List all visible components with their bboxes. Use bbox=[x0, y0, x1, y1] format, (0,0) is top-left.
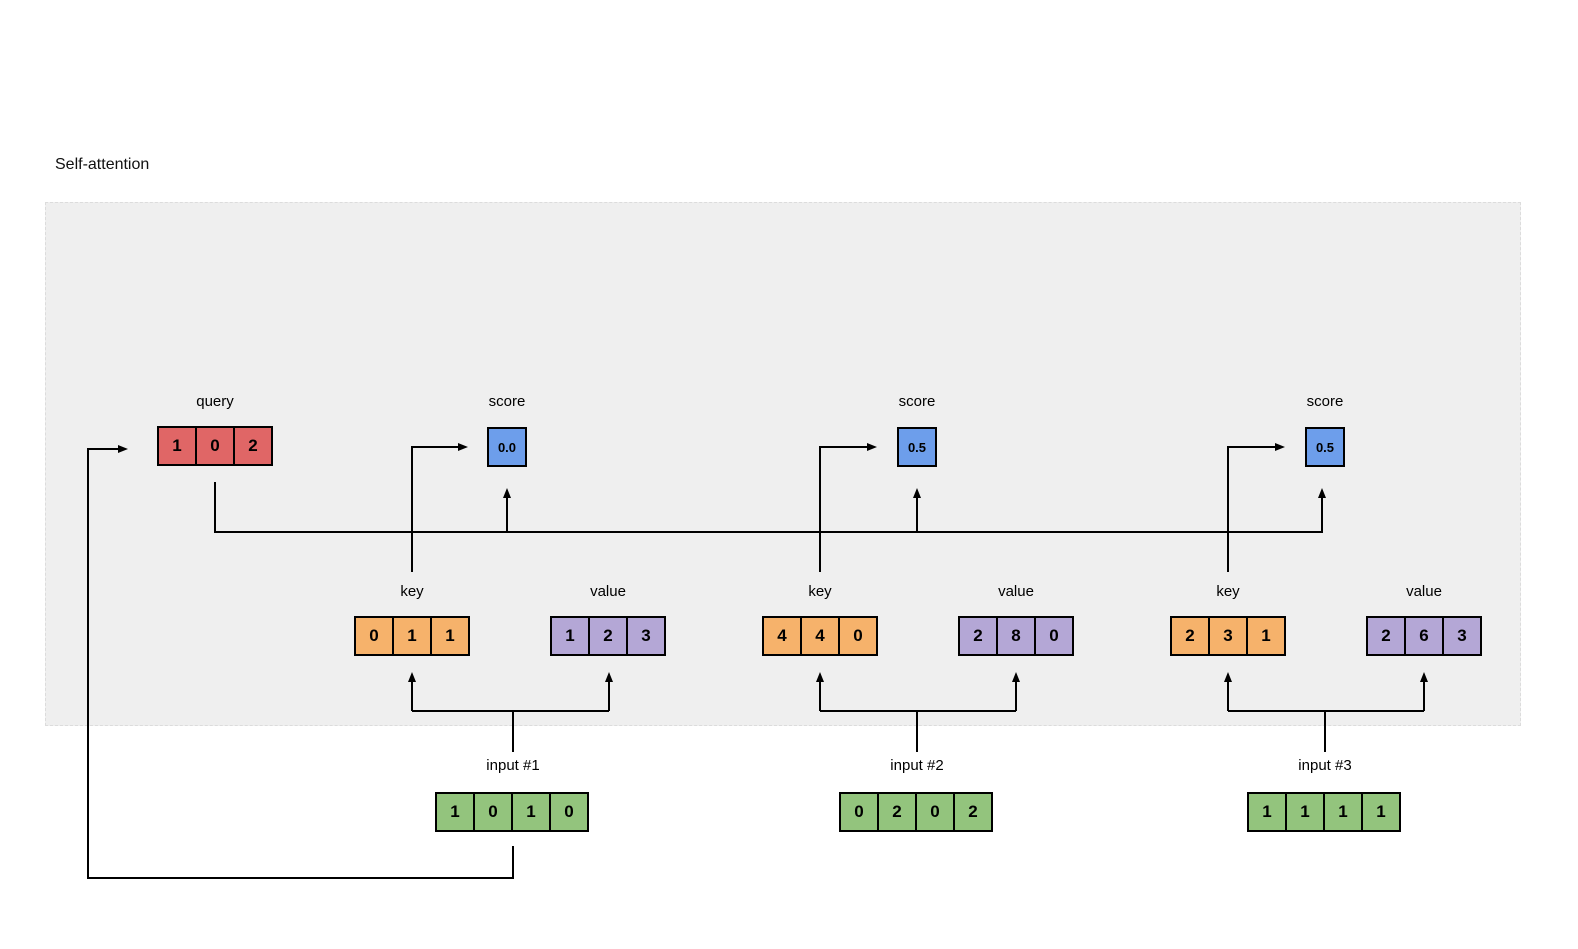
query-cell: 2 bbox=[233, 426, 273, 466]
input-cell: 0 bbox=[549, 792, 589, 832]
key-cell: 4 bbox=[800, 616, 840, 656]
key-label: key bbox=[1216, 583, 1240, 600]
input-cell: 1 bbox=[1323, 792, 1363, 832]
value-cell: 8 bbox=[996, 616, 1036, 656]
key-cell: 2 bbox=[1170, 616, 1210, 656]
input-cell: 1 bbox=[1247, 792, 1287, 832]
score-label: score bbox=[898, 393, 936, 410]
score-cell: 0.5 bbox=[1305, 427, 1345, 467]
score-box-3: 0.5 bbox=[1305, 427, 1345, 467]
key-cell: 1 bbox=[430, 616, 470, 656]
query-cell: 0 bbox=[195, 426, 235, 466]
value-label: value bbox=[590, 583, 626, 600]
query-cell: 1 bbox=[157, 426, 197, 466]
value-vector-2: 2 8 0 bbox=[958, 616, 1074, 656]
score-box-2: 0.5 bbox=[897, 427, 937, 467]
input-cell: 1 bbox=[1361, 792, 1401, 832]
value-cell: 2 bbox=[1366, 616, 1406, 656]
score-label: score bbox=[1306, 393, 1344, 410]
key-cell: 3 bbox=[1208, 616, 1248, 656]
value-cell: 3 bbox=[626, 616, 666, 656]
key-cell: 4 bbox=[762, 616, 802, 656]
key-vector-2: 4 4 0 bbox=[762, 616, 878, 656]
key-vector-1: 0 1 1 bbox=[354, 616, 470, 656]
value-cell: 6 bbox=[1404, 616, 1444, 656]
key-vector-3: 2 3 1 bbox=[1170, 616, 1286, 656]
key-cell: 0 bbox=[354, 616, 394, 656]
value-vector-1: 1 2 3 bbox=[550, 616, 666, 656]
input-label: input #1 bbox=[486, 757, 540, 774]
input-cell: 2 bbox=[877, 792, 917, 832]
input-vector-1: 1 0 1 0 bbox=[435, 792, 589, 832]
diagram-title: Self-attention bbox=[55, 156, 150, 173]
key-cell: 0 bbox=[838, 616, 878, 656]
input-vector-2: 0 2 0 2 bbox=[839, 792, 993, 832]
value-cell: 3 bbox=[1442, 616, 1482, 656]
input-label: input #3 bbox=[1298, 757, 1352, 774]
value-cell: 2 bbox=[958, 616, 998, 656]
input-cell: 1 bbox=[511, 792, 551, 832]
score-cell: 0.5 bbox=[897, 427, 937, 467]
score-box-1: 0.0 bbox=[487, 427, 527, 467]
query-vector: 1 0 2 bbox=[157, 426, 273, 466]
key-cell: 1 bbox=[1246, 616, 1286, 656]
key-label: key bbox=[808, 583, 832, 600]
input-cell: 0 bbox=[915, 792, 955, 832]
input-cell: 1 bbox=[435, 792, 475, 832]
key-cell: 1 bbox=[392, 616, 432, 656]
input-vector-3: 1 1 1 1 bbox=[1247, 792, 1401, 832]
input-cell: 0 bbox=[839, 792, 879, 832]
value-cell: 0 bbox=[1034, 616, 1074, 656]
value-label: value bbox=[998, 583, 1034, 600]
value-cell: 2 bbox=[588, 616, 628, 656]
score-cell: 0.0 bbox=[487, 427, 527, 467]
key-label: key bbox=[400, 583, 424, 600]
value-vector-3: 2 6 3 bbox=[1366, 616, 1482, 656]
query-label: query bbox=[196, 393, 234, 410]
score-label: score bbox=[488, 393, 526, 410]
input-cell: 0 bbox=[473, 792, 513, 832]
value-cell: 1 bbox=[550, 616, 590, 656]
input-cell: 1 bbox=[1285, 792, 1325, 832]
input-cell: 2 bbox=[953, 792, 993, 832]
value-label: value bbox=[1406, 583, 1442, 600]
input-label: input #2 bbox=[890, 757, 944, 774]
